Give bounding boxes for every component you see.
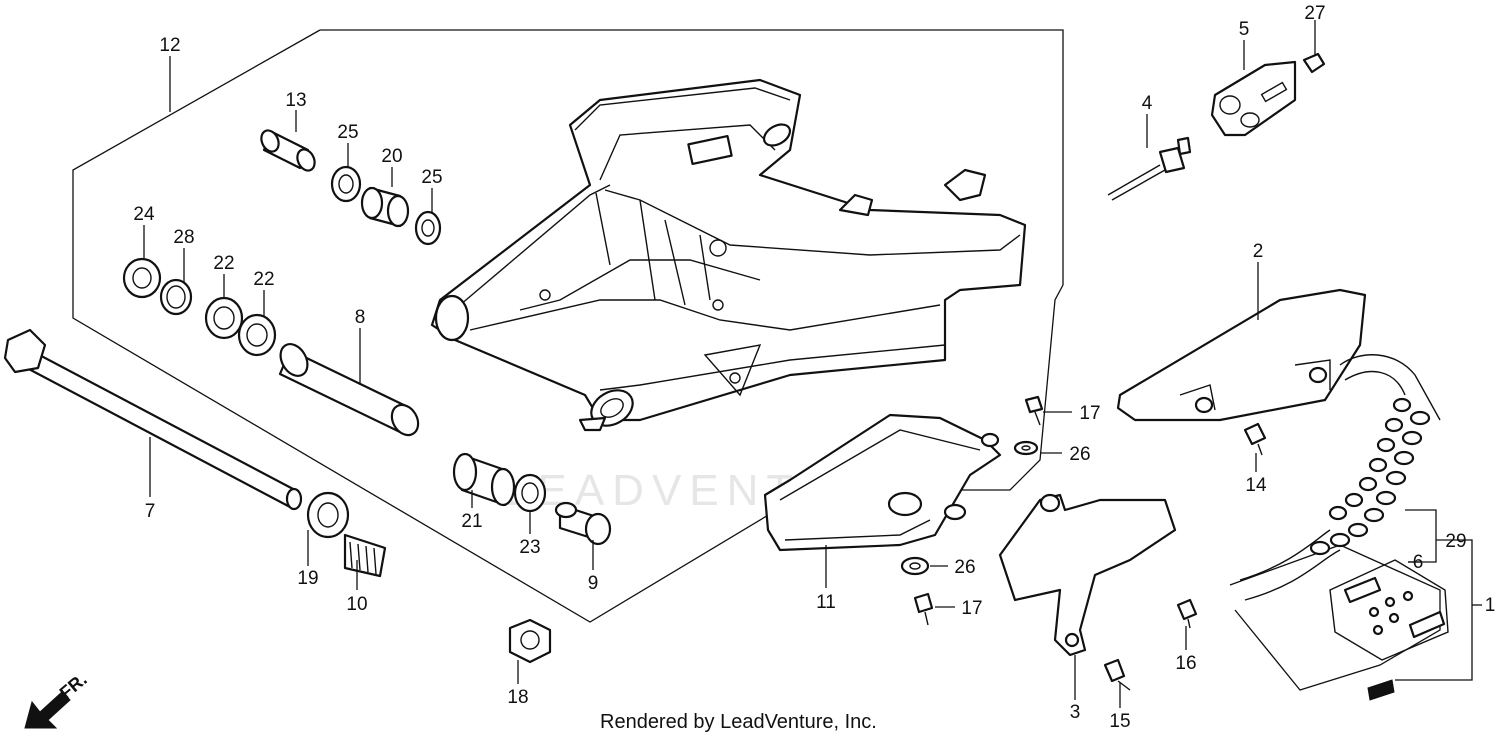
part-29-drive-chain (1239, 354, 1441, 601)
part-18-nut (508, 618, 552, 664)
part-25-seal-lower (414, 210, 442, 246)
chain-label-plate (1367, 679, 1395, 701)
part-label-3: 3 (1070, 702, 1081, 723)
part-label-10: 10 (346, 594, 367, 615)
part-label-1: 1 (1485, 595, 1496, 616)
part-label-26a: 26 (1069, 444, 1090, 465)
front-direction-arrow: FR. (24, 669, 91, 729)
part-26-washer-upper (1013, 440, 1039, 456)
part-label-23: 23 (519, 537, 540, 558)
part-23-seal (513, 473, 547, 513)
part-26-washer-lower (900, 556, 930, 576)
part-label-16: 16 (1175, 653, 1196, 674)
part-17-bolt-upper (1024, 395, 1044, 426)
part-label-19: 19 (297, 568, 318, 589)
part-9-collar (554, 501, 612, 546)
part-label-2: 2 (1253, 241, 1264, 262)
part-label-13: 13 (285, 90, 306, 111)
swingarm-assembly-outline (72, 29, 1064, 623)
part-label-28: 28 (173, 227, 194, 248)
part-4-adjuster-bolt (1107, 136, 1192, 201)
part-label-17a: 17 (1079, 403, 1100, 424)
part-label-4: 4 (1142, 93, 1153, 114)
part-label-7: 7 (145, 501, 156, 522)
part-8-pivot-collar (278, 343, 420, 437)
part-label-15: 15 (1109, 711, 1130, 732)
part-19-nut (306, 491, 350, 539)
part-16-bolt (1176, 598, 1198, 629)
part-label-20: 20 (381, 146, 402, 167)
part-7-pivot-bolt (3, 328, 303, 511)
part-2-chain-case (1116, 288, 1367, 422)
part-13-collar (260, 129, 316, 172)
part-label-22a: 22 (213, 253, 234, 274)
part-15-bolt (1103, 658, 1131, 691)
part-label-25b: 25 (421, 167, 442, 188)
part-5-chain-adjuster (1210, 60, 1297, 137)
part-10-boot (343, 533, 387, 578)
part-20-bushing (360, 186, 410, 228)
part-27-clip (1302, 52, 1326, 74)
part-6-master-link (1329, 559, 1449, 661)
part-17-bolt-lower (913, 592, 934, 626)
leader-lines (143, 20, 1482, 708)
credit-text: Rendered by LeadVenture, Inc. (600, 711, 877, 733)
part-label-22b: 22 (253, 269, 274, 290)
part-22-bearing-a (204, 296, 244, 340)
part-label-5: 5 (1239, 19, 1250, 40)
part-label-18: 18 (507, 687, 528, 708)
part-11-chain-slider (763, 413, 1002, 552)
chain-links (1309, 397, 1431, 556)
part-14-bolt (1243, 422, 1267, 456)
part-label-21: 21 (461, 511, 482, 532)
part-label-26b: 26 (954, 557, 975, 578)
chain-outline (1229, 544, 1441, 691)
part-label-12: 12 (159, 35, 180, 56)
swingarm-body (430, 78, 1027, 432)
part-25-seal-upper (330, 165, 362, 203)
part-label-29: 29 (1445, 531, 1466, 552)
part-label-25a: 25 (337, 122, 358, 143)
part-label-14: 14 (1245, 475, 1267, 496)
part-label-8: 8 (355, 307, 366, 328)
part-label-9: 9 (588, 573, 599, 594)
part-28-circlip (159, 278, 193, 316)
part-3-lower-guard (998, 493, 1177, 657)
part-label-11: 11 (816, 592, 836, 613)
part-label-24: 24 (133, 204, 155, 225)
part-21-bushing (452, 452, 516, 507)
part-22-bearing-b (237, 313, 277, 357)
part-24-bearing (122, 257, 162, 299)
part-label-17b: 17 (961, 598, 982, 619)
part-label-6: 6 (1413, 552, 1424, 573)
part-label-27: 27 (1304, 3, 1325, 24)
